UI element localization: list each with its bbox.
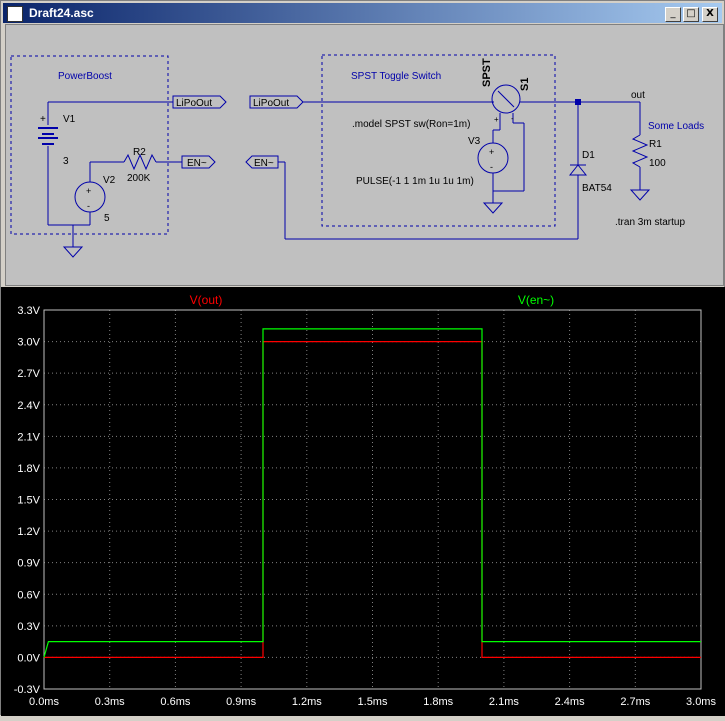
v1-plus-sign: + (40, 114, 46, 125)
y-tick-label: 0.9V (17, 558, 40, 570)
port-lipoout-left: LiPoOut (176, 98, 212, 109)
v2-minus-sign: - (87, 201, 90, 211)
y-tick-label: 2.4V (17, 400, 40, 412)
y-tick-label: 0.0V (17, 652, 40, 664)
v1-value: 3 (63, 156, 69, 167)
y-tick-label: 3.0V (17, 337, 40, 349)
r2-name: R2 (133, 147, 146, 158)
x-tick-label: 0.9ms (226, 696, 256, 708)
port-en-left: EN~ (187, 158, 207, 169)
powerboost-label: PowerBoost (58, 71, 112, 82)
app-icon (7, 6, 23, 22)
x-tick-label: 3.0ms (686, 696, 716, 708)
y-tick-label: 1.5V (17, 495, 40, 507)
y-tick-label: 0.3V (17, 621, 40, 633)
window-title: Draft24.asc (29, 6, 94, 20)
x-tick-label: 1.5ms (358, 696, 388, 708)
close-button[interactable]: X (702, 7, 718, 22)
powerboost-block (10, 55, 169, 235)
x-tick-label: 2.1ms (489, 696, 519, 708)
v1-name: V1 (63, 114, 76, 125)
waveform-pane[interactable]: V(out) V(en~) 0.0ms 0.3ms 0.6ms 0.9ms 1.2ms 1… (1, 287, 725, 716)
s1-name-label: S1 (519, 78, 531, 91)
ground-icon (482, 202, 504, 214)
title-bar[interactable]: Draft24.asc _ □ X (3, 3, 722, 23)
y-tick-label: -0.3V (14, 684, 41, 696)
v3-plus-sign: + (489, 147, 494, 157)
port-lipoout-right: LiPoOut (253, 98, 289, 109)
ground-icon (629, 189, 651, 201)
y-tick-label: 0.6V (17, 589, 40, 601)
minimize-button[interactable]: _ (665, 7, 681, 22)
d1-name: D1 (582, 150, 595, 161)
r1-name: R1 (649, 139, 662, 150)
plot-frame (43, 309, 702, 690)
model-directive: .model SPST sw(Ron=1m) (352, 119, 470, 130)
y-tick-label: 1.8V (17, 463, 40, 475)
schematic-canvas[interactable]: PowerBoost SPST Toggle Switch V1 3 R2 20… (5, 24, 724, 286)
v3-minus-sign: - (490, 162, 493, 172)
waveform-chart[interactable]: V(out) V(en~) 0.0ms 0.3ms 0.6ms 0.9ms 1.2ms 1… (1, 287, 725, 716)
y-tick-label: 1.2V (17, 526, 40, 538)
restore-button[interactable]: □ (683, 7, 699, 22)
switch-block-label: SPST Toggle Switch (351, 71, 441, 82)
some-loads-label: Some Loads (648, 121, 704, 132)
s1-minus-sign: - (511, 114, 514, 123)
r1-value: 100 (649, 158, 666, 169)
x-tick-label: 1.2ms (292, 696, 322, 708)
series-line-v-en[interactable] (43, 328, 701, 658)
junction-dot (575, 99, 581, 105)
x-tick-label: 0.3ms (95, 696, 125, 708)
v2-value: 5 (104, 213, 110, 224)
ground-icon (62, 246, 84, 258)
legend-v-out[interactable]: V(out) (190, 293, 223, 307)
y-tick-label: 2.7V (17, 368, 40, 380)
net-out-label: out (631, 90, 645, 101)
d1-value: BAT54 (582, 183, 612, 194)
legend-v-en[interactable]: V(en~) (518, 293, 554, 307)
v3-value: PULSE(-1 1 1m 1u 1u 1m) (356, 176, 474, 187)
x-tick-label: 1.8ms (423, 696, 453, 708)
series-line-v-out[interactable] (44, 340, 701, 658)
v3-name: V3 (468, 136, 481, 147)
x-tick-label: 2.4ms (555, 696, 585, 708)
port-en-right: EN~ (254, 158, 274, 169)
y-tick-label: 3.3V (17, 305, 40, 317)
s1-model-label: SPST (481, 58, 493, 87)
y-tick-label: 2.1V (17, 431, 40, 443)
v2-name: V2 (103, 175, 116, 186)
x-tick-label: 0.6ms (160, 696, 190, 708)
x-tick-label: 0.0ms (29, 696, 59, 708)
x-tick-label: 2.7ms (620, 696, 650, 708)
tran-directive: .tran 3m startup (615, 217, 685, 228)
s1-plus-sign: + (494, 115, 499, 124)
v2-plus-sign: + (86, 186, 91, 196)
switch-block (321, 54, 556, 227)
r2-value: 200K (127, 173, 151, 184)
